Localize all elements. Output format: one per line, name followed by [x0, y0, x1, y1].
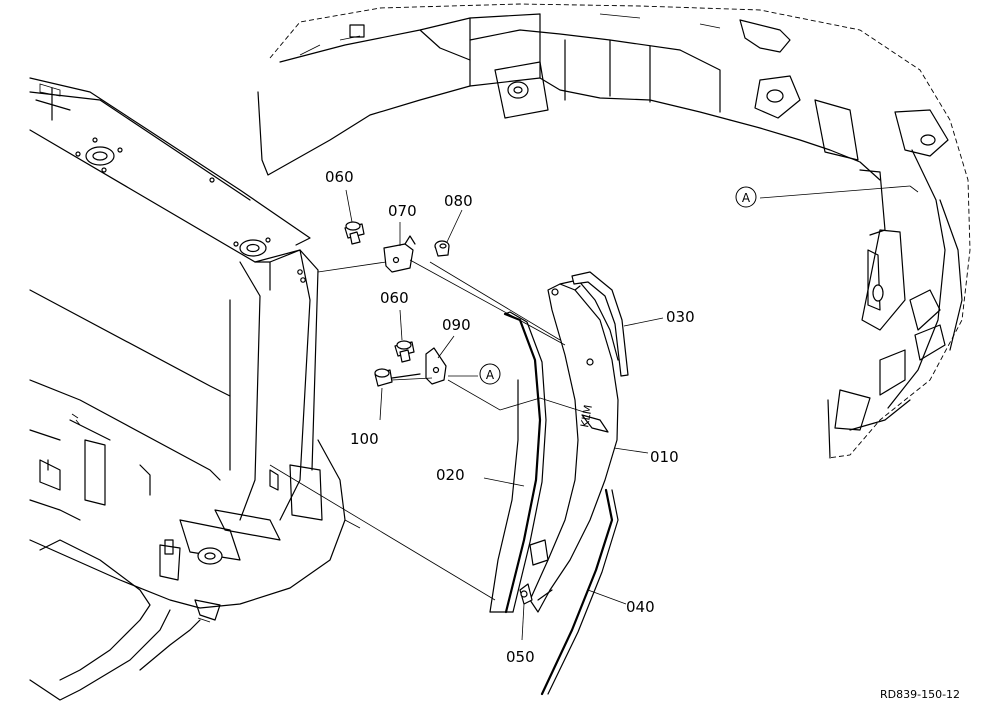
label-050: 050 [506, 648, 535, 666]
label-030: 030 [666, 308, 695, 326]
rear-counterweight [257, 3, 971, 459]
hardware-lower [374, 340, 447, 387]
part-050-clip [519, 583, 533, 605]
callout-a-left-text: A [486, 368, 495, 382]
label-060-middle: 060 [380, 289, 409, 307]
hardware-upper [344, 221, 450, 273]
callout-a-right-text: A [742, 191, 751, 205]
callout-a-left: A [479, 363, 501, 385]
drawing-reference-code: RD839-150-12 [880, 688, 960, 701]
label-060-upper: 060 [325, 168, 354, 186]
label-100: 100 [350, 430, 379, 448]
part-020-seal [489, 311, 547, 614]
label-080: 080 [444, 192, 473, 210]
part-010-side-cover: KLM [529, 279, 619, 613]
part-030-seal [571, 271, 629, 377]
label-020: 020 [436, 466, 465, 484]
callout-a-right: A [735, 186, 757, 208]
label-010: 010 [650, 448, 679, 466]
part-040-seal [540, 488, 619, 696]
label-070: 070 [388, 202, 417, 220]
part-labels: 060 070 080 060 090 100 030 010 020 040 … [325, 168, 695, 666]
label-090: 090 [442, 316, 471, 334]
leader-lines [345, 189, 664, 641]
radiator-frame [29, 77, 346, 701]
label-040: 040 [626, 598, 655, 616]
cover-marking: KLM [578, 404, 595, 429]
assembly-lines [197, 185, 919, 623]
